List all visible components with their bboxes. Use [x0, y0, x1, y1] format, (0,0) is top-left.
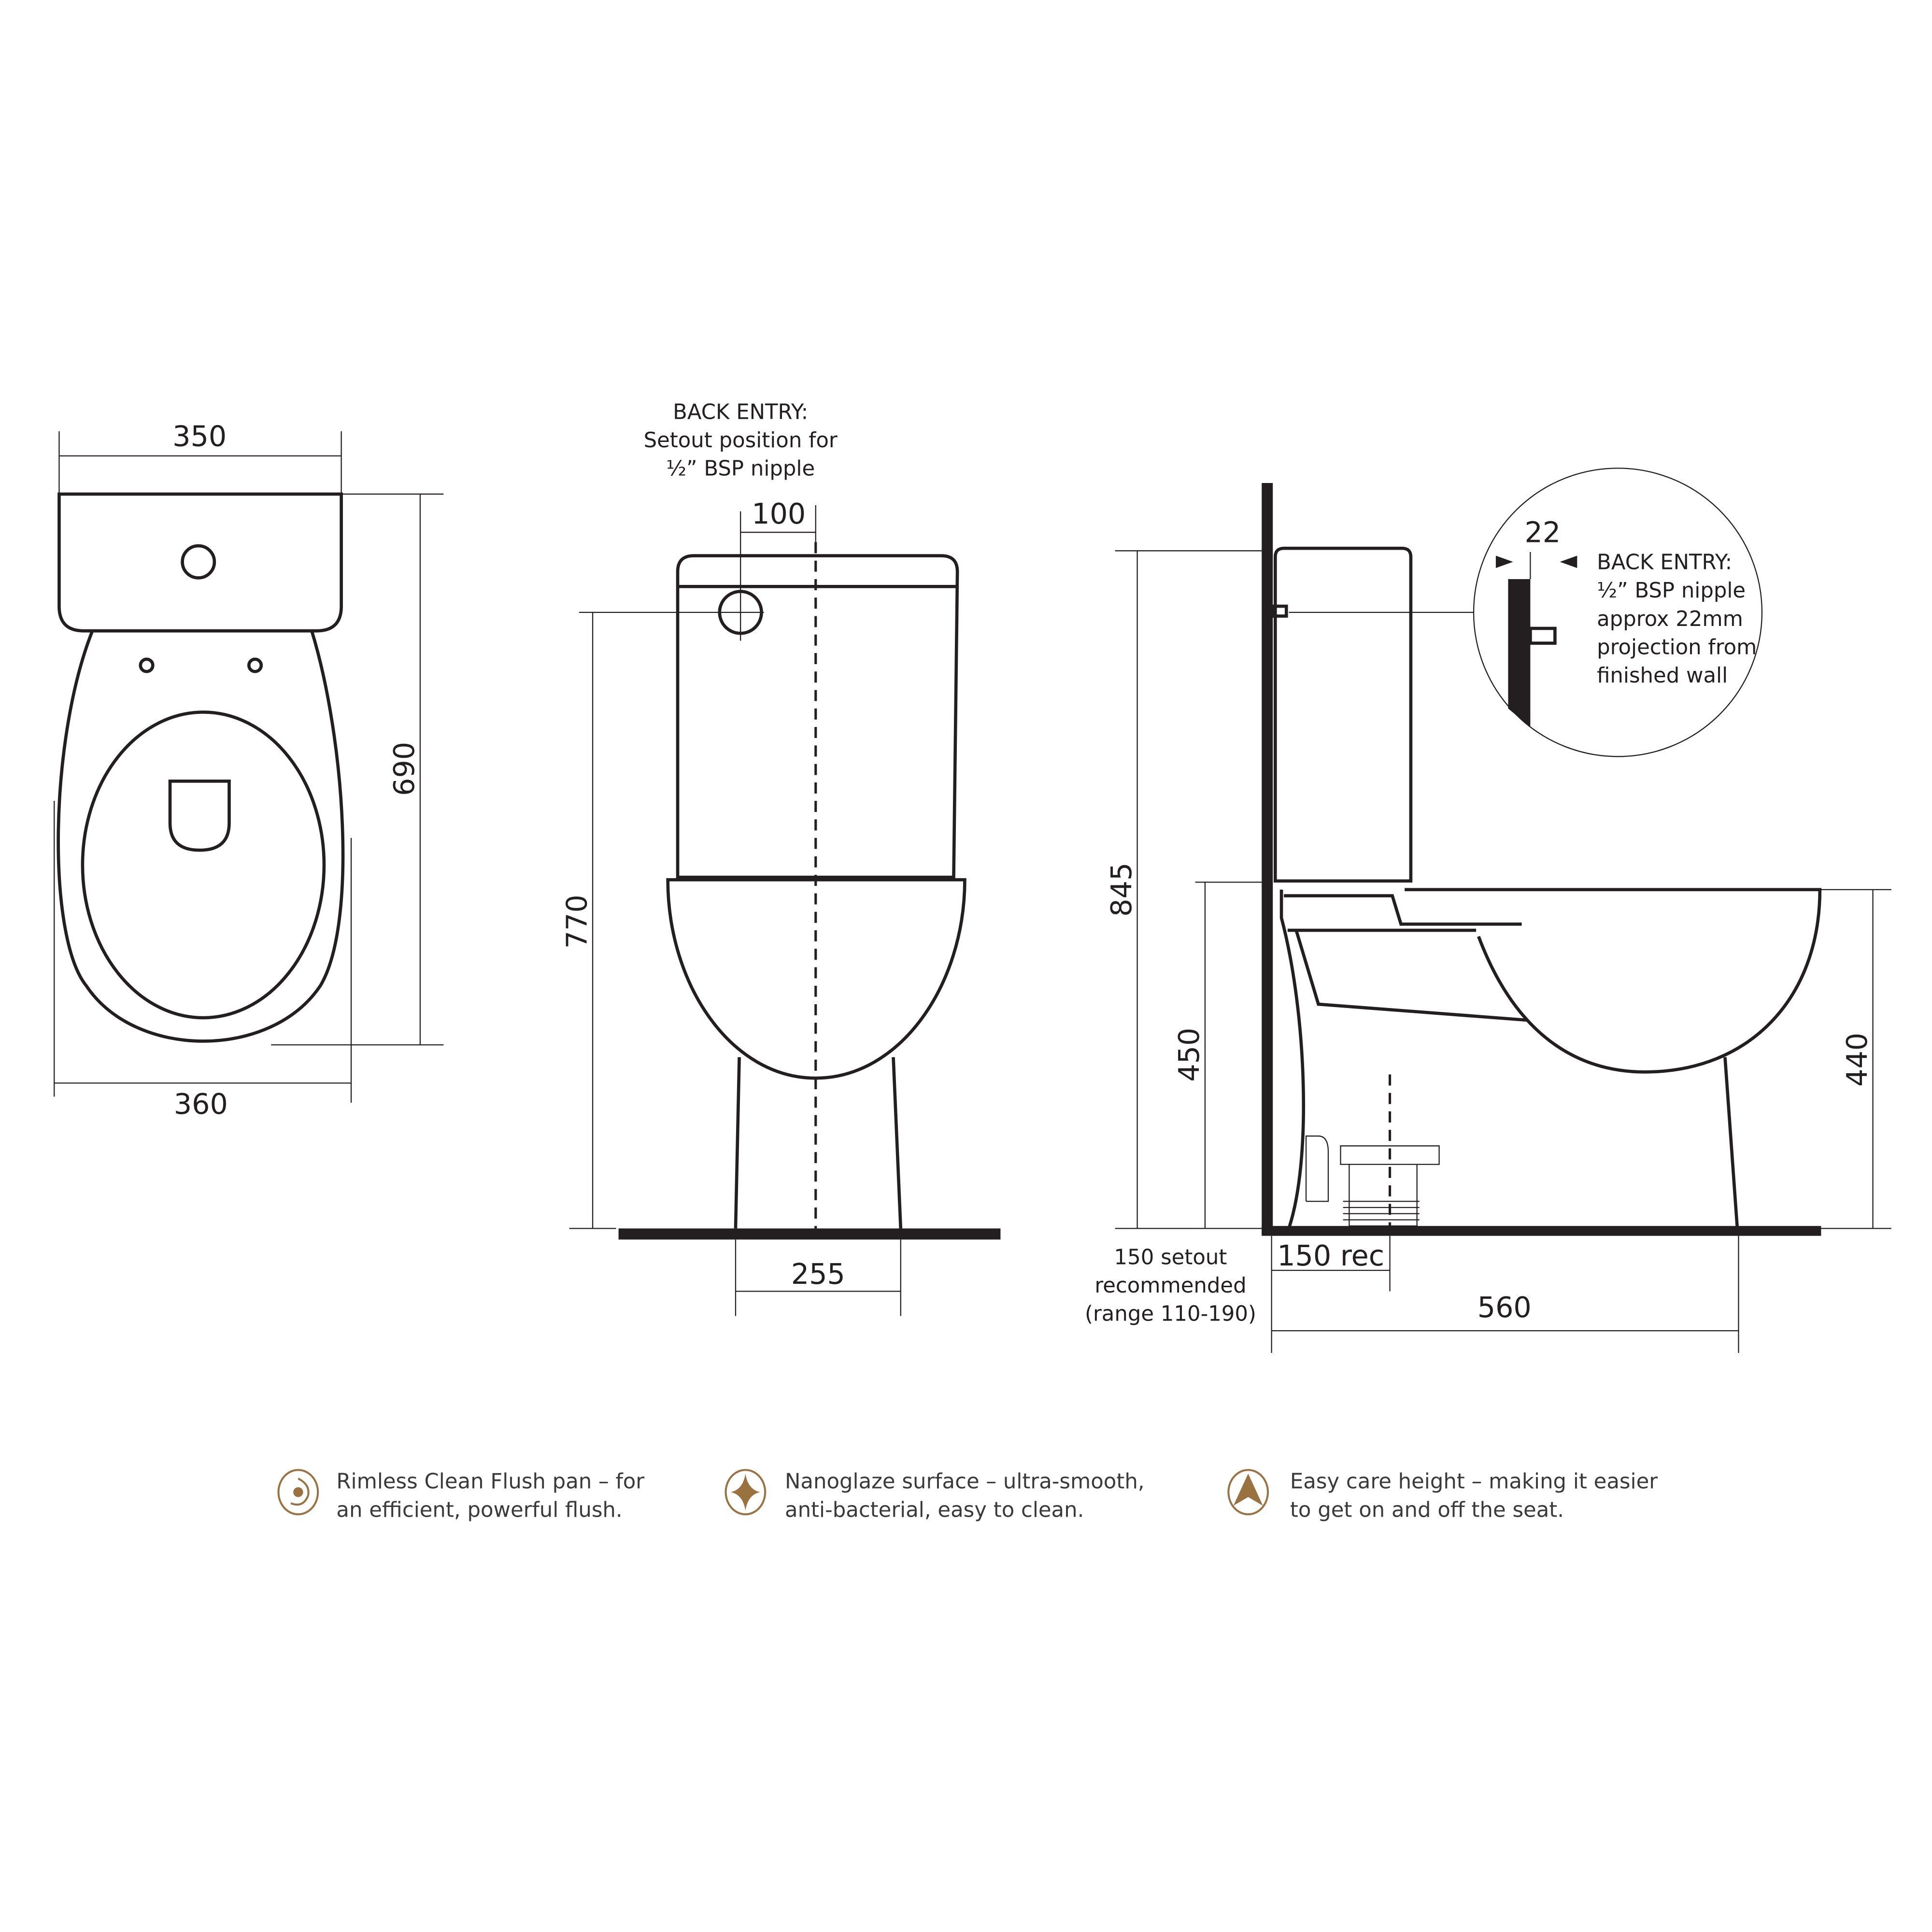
detail-nipple [1529, 626, 1557, 645]
feature-nanoglaze: Nanoglaze surface – ultra-smooth, anti-b… [724, 1469, 1145, 1522]
bowl-outline [57, 630, 345, 1043]
height-arrow-icon [1227, 1469, 1269, 1516]
sparkle-icon [724, 1469, 767, 1516]
floor [618, 1228, 1001, 1240]
svg-text:an efficient, powerful flush.: an efficient, powerful flush. [336, 1498, 622, 1522]
dim-seat-height: 450 [1173, 1028, 1206, 1082]
hinge-hole [139, 657, 155, 673]
seat [81, 710, 326, 1020]
detail-dim: 22 [1525, 516, 1561, 549]
svg-text:Easy care height – making it e: Easy care height – making it easier [1290, 1470, 1658, 1494]
dim-bowl-width: 360 [174, 1088, 228, 1121]
feature-easy-height: Easy care height – making it easier to g… [1227, 1469, 1658, 1522]
floor [1262, 1226, 1821, 1236]
bowl-side [1405, 888, 1822, 1074]
dim-length: 690 [388, 742, 421, 796]
dim-tank-width: 350 [172, 420, 227, 453]
pedestal [734, 1057, 903, 1229]
cistern-front [676, 554, 959, 879]
svg-text:anti-bacterial, easy to clean.: anti-bacterial, easy to clean. [785, 1498, 1084, 1522]
back-entry-note: ½” BSP nipple [666, 457, 815, 481]
hinge-hole [247, 657, 263, 673]
dim-base: 255 [791, 1258, 845, 1291]
trapway [1279, 889, 1306, 1229]
dim-height: 770 [560, 895, 593, 949]
pan-connector [1340, 1145, 1440, 1227]
detail-wall [1508, 579, 1531, 727]
setout-note: (range 110-190) [1085, 1302, 1256, 1326]
svg-text:Nanoglaze surface – ultra-smoo: Nanoglaze surface – ultra-smooth, [785, 1470, 1145, 1494]
cistern-top [57, 492, 343, 633]
svg-text:Rimless Clean Flush pan – for: Rimless Clean Flush pan – for [336, 1470, 644, 1494]
bowl-front [666, 878, 966, 1080]
wall [1262, 483, 1273, 1235]
back-entry-note: BACK ENTRY: [673, 400, 808, 424]
detail-note: finished wall [1597, 664, 1728, 688]
nipple [1272, 604, 1288, 618]
bowl-opening [168, 780, 231, 852]
cistern-side [1273, 546, 1413, 883]
svg-text:to get on and off the seat.: to get on and off the seat. [1290, 1498, 1564, 1522]
detail-note: approx 22mm [1597, 607, 1743, 631]
side-view: 845 450 440 560 150 rec 150 setout recom… [1085, 468, 1891, 1353]
back-entry-note: Setout position for [644, 428, 838, 453]
setout-note: recommended [1094, 1274, 1246, 1298]
flush-button [181, 544, 216, 580]
dim-offset: 100 [752, 497, 806, 530]
detail-callout [1473, 468, 1763, 757]
dim-total-height: 845 [1105, 863, 1138, 917]
setout-note: 150 setout [1114, 1245, 1227, 1269]
detail-note: projection from [1597, 636, 1757, 660]
dim-depth: 560 [1477, 1291, 1532, 1324]
dim-setout: 150 rec [1277, 1239, 1384, 1272]
front-view: BACK ENTRY: Setout position for ½” BSP n… [560, 400, 1001, 1316]
dim-rim-height: 440 [1841, 1033, 1874, 1087]
swirl-icon [277, 1469, 319, 1516]
detail-note: BACK ENTRY: [1597, 551, 1732, 575]
detail-note: ½” BSP nipple [1597, 579, 1746, 603]
feature-rimless: Rimless Clean Flush pan – for an efficie… [277, 1469, 644, 1522]
feature-list: Rimless Clean Flush pan – for an efficie… [277, 1469, 1658, 1522]
top-view: 350 690 360 [54, 420, 444, 1121]
